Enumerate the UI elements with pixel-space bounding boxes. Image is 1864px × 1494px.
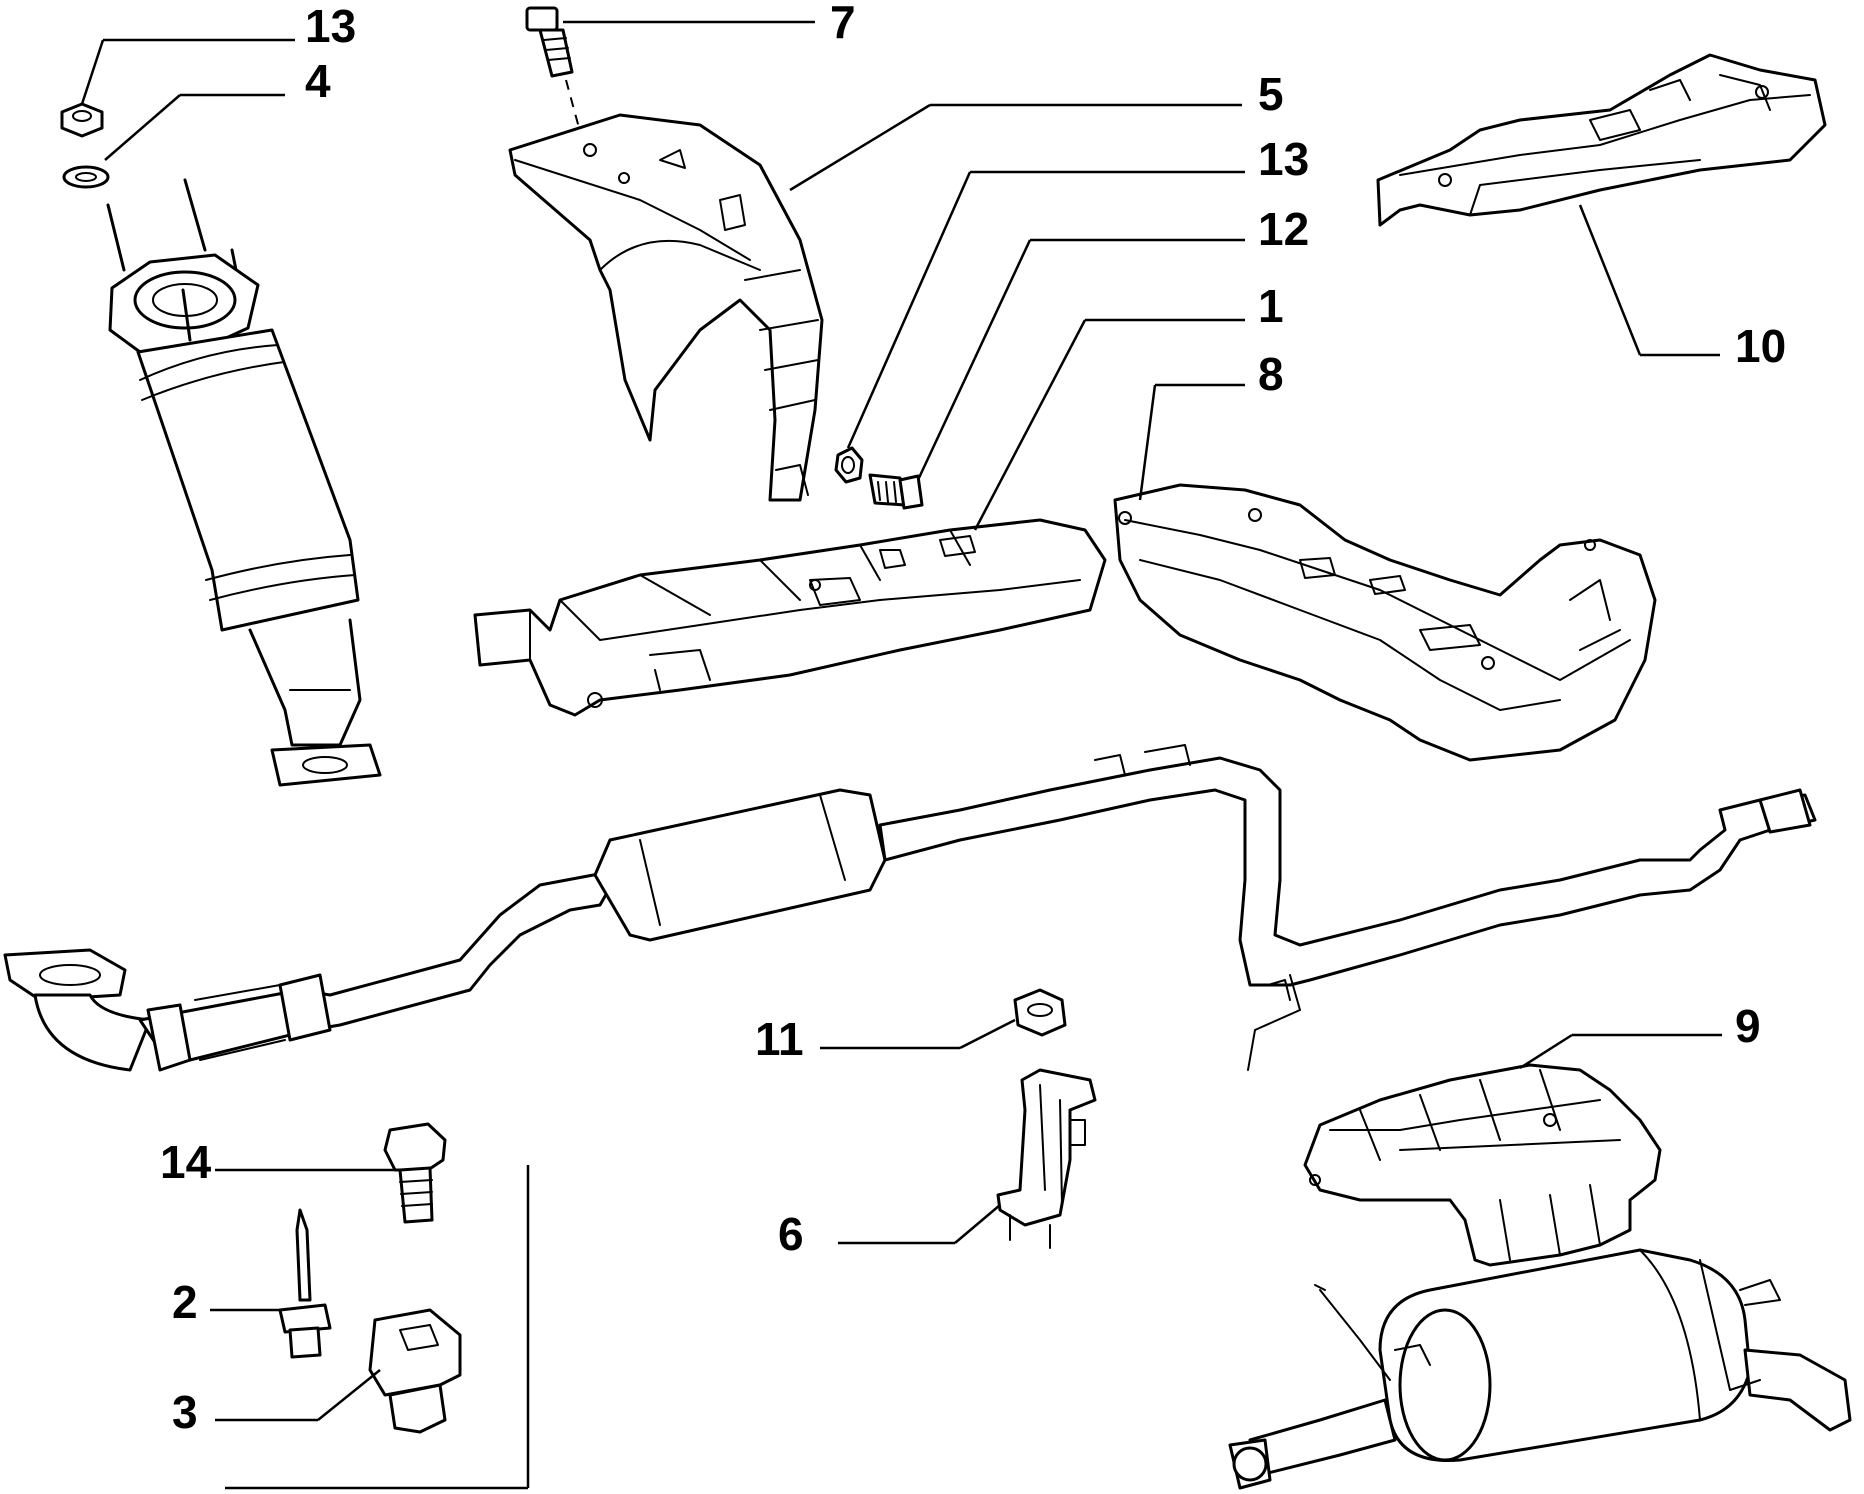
rear-muffler	[1228, 1248, 1852, 1490]
exhaust-pipe-assembly	[3, 744, 1817, 1072]
leader-13-middle	[846, 171, 972, 449]
rivet-2	[278, 1208, 332, 1359]
callout-2: 2	[172, 1276, 198, 1328]
callout-4: 4	[305, 55, 331, 107]
callout-6: 6	[778, 1208, 804, 1260]
heat-shield-9	[1303, 1063, 1662, 1267]
bolt-14	[383, 1122, 447, 1224]
grommet-3	[368, 1308, 462, 1434]
leader-5	[789, 103, 931, 192]
leader-8	[1138, 384, 1157, 501]
callout-1: 1	[1258, 280, 1284, 332]
heat-shield-8	[1113, 483, 1657, 762]
callout-8: 8	[1258, 348, 1284, 400]
callout-7: 7	[830, 0, 856, 48]
leader-6	[954, 1204, 1001, 1244]
callout-12: 12	[1258, 203, 1309, 255]
nut-13-middle	[834, 446, 864, 484]
leader-11	[959, 1018, 1016, 1050]
callout-5: 5	[1258, 68, 1284, 120]
heat-shield-10	[1376, 53, 1827, 227]
catalytic-converter	[106, 178, 382, 787]
leader-1	[973, 319, 1087, 531]
leader-9	[1519, 1033, 1573, 1070]
bolt-12	[868, 473, 924, 510]
leader-12	[916, 239, 1032, 481]
bracket-6	[996, 1068, 1097, 1249]
heat-shield-5	[508, 113, 824, 502]
callout-11: 11	[755, 1013, 804, 1065]
callout-10: 10	[1735, 320, 1786, 372]
nut-13-top-left	[60, 102, 104, 138]
washer-4	[62, 165, 110, 189]
callout-13-middle: 13	[1258, 133, 1309, 185]
heat-shield-1	[473, 518, 1107, 717]
leader-10	[1578, 204, 1642, 356]
leader-13-top-left	[80, 39, 105, 105]
callout-14: 14	[160, 1136, 212, 1188]
leader-4	[104, 94, 181, 161]
callout-13-top-left: 13	[305, 0, 356, 52]
callout-3: 3	[172, 1386, 198, 1438]
nut-11	[1013, 988, 1067, 1037]
callout-9: 9	[1735, 1000, 1761, 1052]
